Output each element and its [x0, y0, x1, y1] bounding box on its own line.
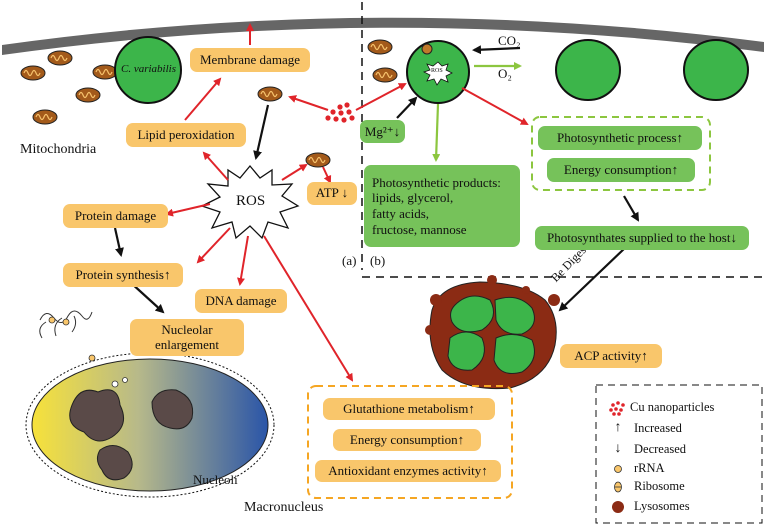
- arrow-mito-to-atp: [322, 166, 332, 184]
- legend-rrna-icon: [614, 465, 622, 473]
- products-line-3: fatty acids,: [372, 206, 430, 221]
- cell-name-label: C. variabilis: [121, 63, 177, 75]
- arrow-ros-to-protein-synthesis: [196, 227, 231, 264]
- legend-decreased-label: Decreased: [634, 441, 687, 456]
- membrane-damage-box: Membrane damage: [190, 48, 310, 72]
- legend-ribosome: Ribosome: [634, 479, 685, 494]
- arrow-protein-damage-down: [113, 227, 124, 257]
- arrow-cell-to-products: [432, 103, 441, 162]
- nucleolar-enlargement-box: Nucleolar enlargement: [130, 319, 244, 356]
- photosynthates-supplied-box: Photosynthates supplied to the host↓: [535, 226, 749, 250]
- ros-small-label: ROS: [431, 68, 443, 74]
- mg-box: Mg²⁺↓: [360, 120, 405, 143]
- legend-down-arrow: ↓: [614, 441, 622, 456]
- protein-damage-box: Protein damage: [63, 204, 168, 228]
- legend-ribosome-icon: [614, 481, 622, 493]
- arrow-cu-to-cell: [355, 83, 407, 111]
- ros-burst-small: [422, 61, 453, 86]
- energy-consumption-a-box: Energy consumption↑: [333, 429, 481, 451]
- dna-damage-box: DNA damage: [195, 289, 287, 313]
- ros-label: ROS: [236, 193, 266, 209]
- cell-membrane: [2, 17, 764, 55]
- legend-up-arrow: ↑: [614, 420, 622, 435]
- nucleolus: [69, 389, 125, 442]
- mitochondria-label: Mitochondria: [20, 142, 97, 157]
- arrow-mg-up: [396, 96, 418, 119]
- mitochondrion: [372, 67, 398, 83]
- legend-lysosome-icon: [612, 501, 624, 513]
- nucleolus: [151, 389, 194, 430]
- arrow-cu-to-mito: [288, 95, 329, 111]
- mitochondrion: [47, 50, 73, 66]
- legend-increased-label: Increased: [634, 420, 682, 435]
- rrna-strands: [39, 310, 93, 339]
- arrow-lipid-to-membrane: [184, 77, 222, 121]
- metabolism-group-frame: [307, 385, 513, 499]
- arrow-cell-to-photosynthesis: [461, 87, 529, 125]
- mitochondrion: [20, 65, 46, 81]
- ros-burst: [200, 164, 300, 240]
- photosynthetic-products-box: Photosynthetic products: lipids, glycero…: [364, 165, 520, 247]
- arrow-photosynthates-to-lysosome: [558, 246, 627, 312]
- nucleolus: [96, 445, 133, 481]
- legend-cu: Cu nanoparticles: [630, 400, 714, 415]
- legend-lysosomes: Lysosomes: [634, 499, 690, 514]
- legend-frame: [595, 384, 763, 524]
- lipid-peroxidation-box: Lipid peroxidation: [126, 123, 246, 147]
- mitochondrion: [367, 39, 393, 55]
- arrow-ros-to-lipid: [202, 151, 229, 181]
- protein-synthesis-box: Protein synthesis↑: [63, 263, 183, 287]
- mitochondrion: [75, 87, 101, 103]
- lysosome-vacuole: [429, 281, 557, 390]
- products-line-4: fructose, mannose: [372, 221, 467, 237]
- legend-cu-label: Cu nanoparticles: [630, 400, 715, 414]
- atp-box: ATP ↓: [307, 182, 357, 205]
- legend-lysosomes-label: Lysosomes: [634, 499, 690, 513]
- legend-ribosome-label: Ribosome: [634, 479, 685, 493]
- algae-cell: [555, 39, 621, 101]
- cu-nanoparticles-cluster: [325, 102, 355, 123]
- nucleolar-line-2: enlargement: [154, 336, 219, 352]
- panel-a-label: (a): [342, 253, 357, 268]
- algae-cell: [683, 39, 749, 101]
- arrow-co2-in: [472, 45, 521, 55]
- mitochondrion: [305, 152, 331, 168]
- antioxidant-box: Antioxidant enzymes activity↑: [315, 460, 501, 482]
- legend-increased: ↑ Increased: [608, 420, 682, 436]
- arrow-process-to-photosynthates: [623, 195, 640, 222]
- mitochondrion: [421, 43, 433, 55]
- arrow-ros-to-protein-damage: [165, 203, 211, 217]
- mitochondrion: [92, 64, 118, 80]
- macronucleus-label: Macronucleus: [244, 500, 324, 515]
- arrow-ros-to-antioxidant: [263, 235, 354, 382]
- energy-consumption-b-box: Energy consumption↑: [547, 158, 695, 182]
- arrow-mito-to-ros: [253, 104, 270, 160]
- arrow-synthesis-to-nucleolar: [129, 281, 165, 314]
- legend-rrna-label: rRNA: [634, 461, 665, 475]
- mitochondrion: [32, 109, 58, 125]
- products-line-1: Photosynthetic products:: [372, 174, 501, 190]
- legend-rrna: rRNA: [634, 461, 665, 476]
- nucleolar-line-1: Nucleolar: [161, 321, 213, 337]
- photosynthetic-process-box: Photosynthetic process↑: [538, 126, 702, 150]
- products-line-2: lipids, glycerol,: [372, 190, 454, 206]
- algae-cell: [114, 36, 182, 104]
- legend-decreased: ↓ Decreased: [608, 441, 687, 457]
- glutathione-box: Glutathione metabolism↑: [323, 398, 495, 420]
- acp-activity-box: ACP activity↑: [560, 344, 662, 368]
- arrow-ros-to-mito: [281, 163, 308, 181]
- arrow-ros-to-dna: [237, 235, 249, 286]
- co2-label: CO₂: [498, 33, 521, 48]
- mitochondrion: [257, 86, 283, 102]
- o2-label: O₂: [498, 66, 512, 81]
- legend-cu-icon: [609, 401, 625, 416]
- nucleoli-label: Nucleoli: [193, 472, 238, 487]
- panel-b-label: (b): [370, 253, 386, 268]
- photosynthesis-group-frame: [531, 116, 711, 191]
